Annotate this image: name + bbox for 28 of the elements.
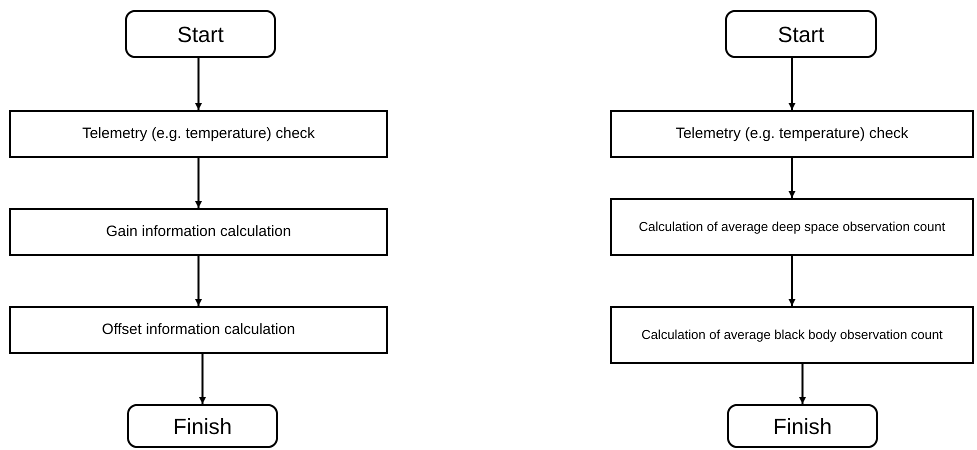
arrow — [195, 58, 202, 110]
process-box — [610, 110, 974, 158]
terminal-box — [127, 404, 278, 448]
node-label: Finish — [173, 412, 232, 440]
node-label: Telemetry (e.g. temperature) check — [676, 124, 908, 144]
node-label: Start — [778, 20, 824, 48]
node-label: Calculation of average deep space observation count — [638, 218, 946, 236]
process-box — [610, 306, 974, 364]
arrow — [788, 58, 796, 110]
arrow — [799, 364, 806, 404]
terminal-box — [125, 10, 276, 58]
process-box — [9, 208, 388, 256]
node-label: Start — [177, 20, 224, 48]
process-box — [9, 110, 388, 158]
terminal-box — [727, 404, 878, 448]
node-label: Telemetry (e.g. temperature) check — [82, 124, 315, 144]
node-label: Finish — [773, 412, 832, 440]
arrow — [195, 158, 202, 208]
arrow — [199, 354, 206, 404]
arrow — [788, 158, 796, 198]
arrow — [195, 256, 202, 306]
process-box — [9, 306, 388, 354]
arrow — [788, 256, 796, 306]
terminal-box — [725, 10, 877, 58]
process-box — [610, 198, 974, 256]
node-label: Calculation of average black body observation count — [641, 326, 943, 344]
node-label: Gain information calculation — [106, 222, 292, 242]
node-label: Offset information calculation — [102, 320, 296, 340]
